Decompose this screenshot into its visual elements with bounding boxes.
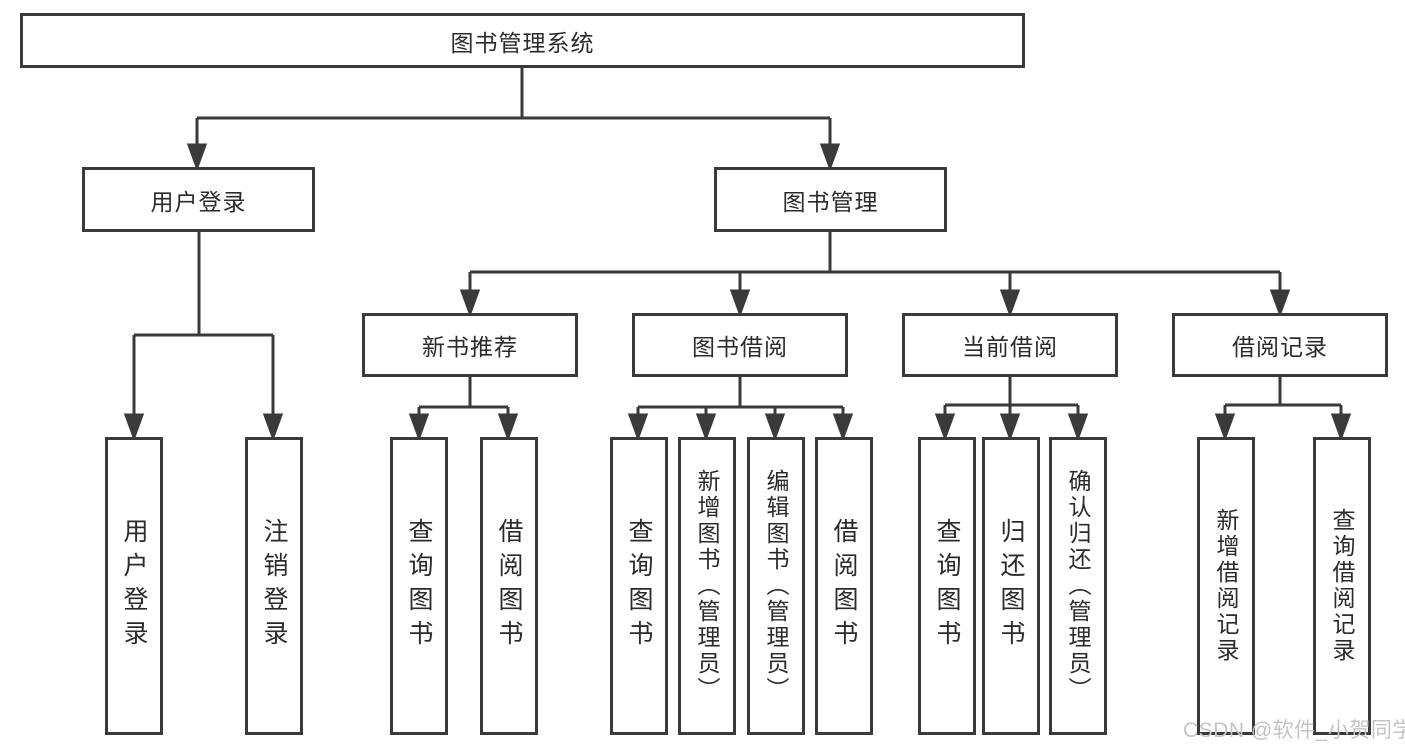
node-borrow-records: 借阅记录 (1172, 313, 1388, 377)
leaf-cb-confirm-return-admin-label: 确认归还（管理员） (1065, 469, 1091, 703)
leaf-br-query-record: 查询借阅记录 (1313, 437, 1371, 735)
branch-root (186, 68, 841, 172)
node-book-management: 图书管理 (714, 167, 947, 232)
node-user-login-label: 用户登录 (150, 188, 247, 215)
node-current-borrow: 当前借阅 (902, 313, 1118, 377)
leaf-bb-add-book-admin: 新增图书（管理员） (678, 437, 736, 735)
leaf-bb-add-book-admin-label: 新增图书（管理员） (694, 469, 720, 703)
leaf-nb-query-book-label: 查询图书 (405, 518, 433, 654)
leaf-bb-query-book: 查询图书 (610, 437, 668, 735)
branch-login (123, 232, 284, 442)
leaf-user-login-label: 用户登录 (120, 518, 148, 654)
leaf-nb-borrow-book-label: 借阅图书 (495, 518, 523, 654)
branch-new-books (408, 377, 519, 442)
node-book-borrow: 图书借阅 (632, 313, 848, 377)
leaf-nb-query-book: 查询图书 (390, 437, 448, 735)
branch-borrow-records (1214, 377, 1352, 442)
csdn-watermark: CSDN @软件_小贺同学 (1183, 719, 1405, 742)
leaf-user-login: 用户登录 (105, 437, 163, 735)
node-book-management-label: 图书管理 (782, 188, 879, 215)
leaf-br-query-record-label: 查询借阅记录 (1329, 508, 1355, 664)
node-new-book-recommend: 新书推荐 (362, 313, 578, 377)
node-root: 图书管理系统 (20, 13, 1025, 68)
node-root-label: 图书管理系统 (450, 29, 595, 56)
leaf-bb-borrow-book-label: 借阅图书 (830, 518, 858, 654)
leaf-bb-edit-book-admin: 编辑图书（管理员） (747, 437, 805, 735)
branch-current-borrow (934, 377, 1089, 442)
node-new-book-recommend-label: 新书推荐 (422, 334, 518, 360)
leaf-cb-confirm-return-admin: 确认归还（管理员） (1049, 437, 1107, 735)
leaf-logout: 注销登录 (245, 437, 303, 735)
node-user-login: 用户登录 (82, 167, 315, 232)
branch-book-borrow (627, 377, 854, 442)
node-current-borrow-label: 当前借阅 (962, 334, 1058, 360)
node-borrow-records-label: 借阅记录 (1232, 334, 1328, 360)
node-book-borrow-label: 图书借阅 (692, 334, 788, 360)
leaf-cb-query-book-label: 查询图书 (933, 518, 961, 654)
leaf-bb-edit-book-admin-label: 编辑图书（管理员） (763, 469, 789, 703)
leaf-br-add-record-label: 新增借阅记录 (1213, 508, 1239, 664)
branch-mgmt (459, 232, 1291, 318)
leaf-cb-return-book-label: 归还图书 (997, 518, 1025, 654)
leaf-cb-query-book: 查询图书 (918, 437, 976, 735)
leaf-cb-return-book: 归还图书 (982, 437, 1040, 735)
leaf-br-add-record: 新增借阅记录 (1197, 437, 1255, 735)
leaf-bb-borrow-book: 借阅图书 (815, 437, 873, 735)
leaf-bb-query-book-label: 查询图书 (625, 518, 653, 654)
leaf-nb-borrow-book: 借阅图书 (480, 437, 538, 735)
leaf-logout-label: 注销登录 (260, 518, 288, 654)
